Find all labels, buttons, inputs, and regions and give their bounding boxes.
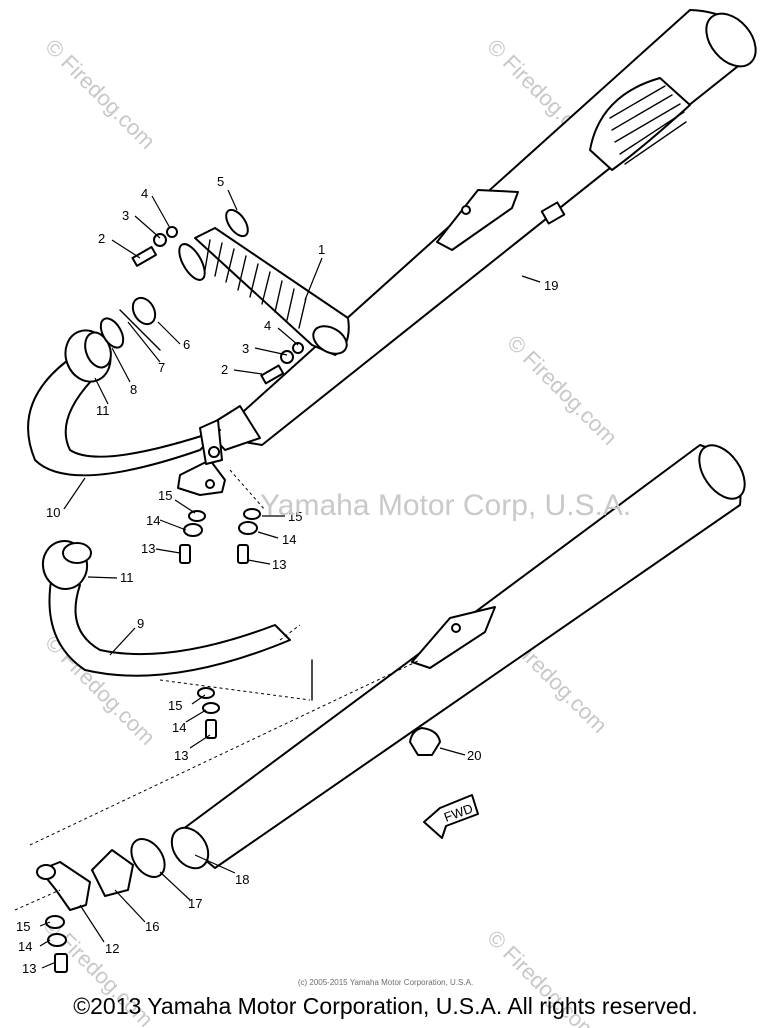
callout-17: 17 xyxy=(188,896,202,911)
muffler-upper xyxy=(204,9,757,451)
callout-15: 15 xyxy=(16,919,30,934)
callout-10: 10 xyxy=(46,505,60,520)
callout-15: 15 xyxy=(288,509,302,524)
callout-1: 1 xyxy=(318,242,325,257)
callout-7: 7 xyxy=(158,360,165,375)
callout-3: 3 xyxy=(242,341,249,356)
callout-19: 19 xyxy=(544,278,558,293)
callout-2: 2 xyxy=(221,362,228,377)
callout-2: 2 xyxy=(98,231,105,246)
callout-14: 14 xyxy=(282,532,296,547)
callout-11: 11 xyxy=(120,570,134,585)
upper-mount-bolts xyxy=(179,508,261,564)
callout-15: 15 xyxy=(168,698,182,713)
callout-14: 14 xyxy=(172,720,186,735)
callout-6: 6 xyxy=(183,337,190,352)
callout-13: 13 xyxy=(22,961,36,976)
rubber-mount xyxy=(409,727,441,756)
callout-5: 5 xyxy=(217,174,224,189)
leader-lines xyxy=(39,189,541,969)
copyright-notice: ©2013 Yamaha Motor Corporation, U.S.A. A… xyxy=(73,993,698,1019)
pipe-clamp-upper xyxy=(64,329,112,383)
upper-hardware xyxy=(99,208,304,385)
callout-16: 16 xyxy=(145,919,159,934)
callout-13: 13 xyxy=(141,541,155,556)
callout-15: 15 xyxy=(158,488,172,503)
callout-9: 9 xyxy=(137,616,144,631)
muffler-lower xyxy=(170,444,746,870)
callout-4: 4 xyxy=(264,318,271,333)
heat-shield-hose xyxy=(178,227,350,356)
callout-14: 14 xyxy=(146,513,160,528)
yamaha-watermark: Yamaha Motor Corp, U.S.A. xyxy=(260,489,632,522)
exhaust-pipe-lower xyxy=(41,540,313,739)
callout-12: 12 xyxy=(105,941,119,956)
exhaust-pipe-upper xyxy=(27,354,226,496)
forward-arrow-icon: FWD xyxy=(423,794,479,839)
callout-11: 11 xyxy=(96,403,110,418)
callout-13: 13 xyxy=(272,557,286,572)
callout-3: 3 xyxy=(122,208,129,223)
callout-20: 20 xyxy=(467,748,481,763)
assembly-guides xyxy=(14,469,421,911)
callout-13: 13 xyxy=(174,748,188,763)
small-copyright-credit: (c) 2005-2015 Yamaha Motor Corporation, … xyxy=(297,978,474,987)
callout-14: 14 xyxy=(18,939,32,954)
lower-hardware xyxy=(36,838,166,973)
callout-4: 4 xyxy=(141,186,148,201)
callout-numbers: 1 2 3 4 5 6 7 8 11 4 3 2 19 10 15 14 13 … xyxy=(16,174,558,976)
callout-18: 18 xyxy=(235,872,249,887)
callout-8: 8 xyxy=(130,382,137,397)
